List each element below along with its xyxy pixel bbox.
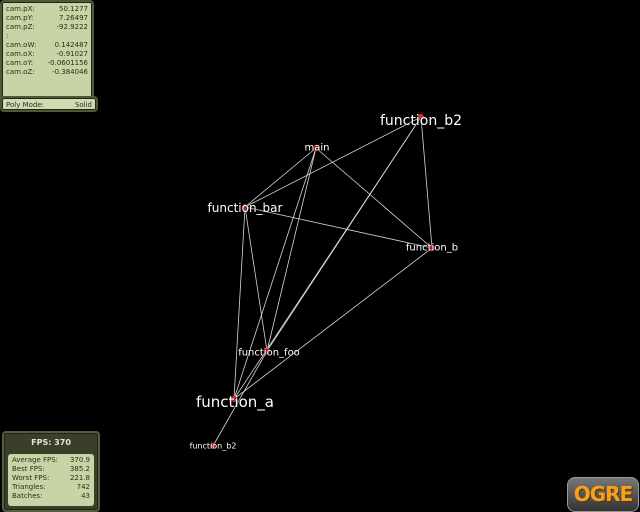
camera-value: -0.0601156 <box>47 59 88 67</box>
graph-node-label: function_b2 <box>189 441 237 451</box>
fps-value: 370.9 <box>69 456 90 464</box>
camera-value: -92.9222 <box>56 23 88 31</box>
camera-value: 50.1277 <box>59 5 88 13</box>
graph-edge <box>212 350 268 447</box>
camera-label: : <box>6 32 9 40</box>
fps-value: 385.2 <box>69 465 90 473</box>
graph-edge <box>244 147 317 208</box>
fps-row: Worst FPS: 221.8 <box>8 474 94 483</box>
fps-value: 43 <box>81 492 90 500</box>
fps-row: Triangles: 742 <box>8 483 94 492</box>
camera-label: cam.oY: <box>6 59 34 67</box>
graph-node-main[interactable] <box>313 145 319 151</box>
graph-edge <box>244 206 268 352</box>
camera-value: -0.91027 <box>56 50 88 58</box>
graph-node-label: function_b2 <box>380 113 462 129</box>
camera-label: cam.pZ: <box>6 23 35 31</box>
poly-mode-panel: Poly Mode: Solid <box>0 96 98 112</box>
graph-node-label: main <box>304 142 330 154</box>
poly-mode-value: Solid <box>74 101 92 109</box>
graph-edge <box>420 116 433 249</box>
graph-node-function_b2_top[interactable] <box>418 114 424 120</box>
fps-label: Worst FPS: <box>12 474 50 482</box>
camera-value: -0.384046 <box>52 68 88 76</box>
fps-row: Batches: 43 <box>8 492 94 501</box>
fps-title: FPS: 370 <box>31 438 71 447</box>
camera-value: 0.142487 <box>54 41 88 49</box>
ogre-logo-text: OGRE <box>573 482 633 506</box>
camera-row: cam.oZ: -0.384046 <box>2 68 92 77</box>
camera-label: cam.oX: <box>6 50 35 58</box>
graph-node-function_foo[interactable] <box>264 348 270 354</box>
graph-edge <box>233 206 246 400</box>
camera-row: cam.oX: -0.91027 <box>2 50 92 59</box>
camera-row: cam.pX: 50.1277 <box>2 5 92 14</box>
camera-label: cam.pX: <box>6 5 35 13</box>
poly-mode-label: Poly Mode: <box>6 101 44 109</box>
graph-node-function_bar[interactable] <box>242 204 248 210</box>
ogre-logo: OGRE <box>567 477 639 512</box>
fps-value: 221.8 <box>69 474 90 482</box>
graph-node-function_a[interactable] <box>231 396 237 402</box>
graph-edge <box>233 247 433 400</box>
graph-node-function_b2_bottom[interactable] <box>210 443 216 449</box>
graph-edge <box>266 147 317 352</box>
camera-row: cam.oW: 0.142487 <box>2 41 92 50</box>
camera-label: cam.pY: <box>6 14 34 22</box>
graph-node-label: function_foo <box>238 347 300 359</box>
graph-edge <box>244 116 422 208</box>
graph-edge <box>315 147 433 249</box>
graph-node-function_b[interactable] <box>429 245 435 251</box>
fps-row: Average FPS: 370.9 <box>8 456 94 465</box>
camera-row: cam.pZ: -92.9222 <box>2 23 92 32</box>
camera-row: cam.pY: 7.26497 <box>2 14 92 23</box>
fps-value: 742 <box>76 483 90 491</box>
camera-row: : <box>2 32 92 41</box>
fps-label: Batches: <box>12 492 43 500</box>
camera-label: cam.oZ: <box>6 68 35 76</box>
camera-value: 7.26497 <box>59 14 88 22</box>
fps-label: Triangles: <box>12 483 46 491</box>
graph-edge <box>244 206 433 249</box>
camera-row: cam.oY: -0.0601156 <box>2 59 92 68</box>
fps-label: Best FPS: <box>12 465 45 473</box>
camera-debug-panel: cam.pX: 50.1277 cam.pY: 7.26497 cam.pZ: -92.9… <box>0 0 94 110</box>
graph-node-label: function_a <box>196 393 274 411</box>
camera-label: cam.oW: <box>6 41 37 49</box>
graph-node-label: function_bar <box>207 201 283 215</box>
graph-edge <box>233 147 317 400</box>
fps-label: Average FPS: <box>12 456 59 464</box>
graph-node-label: function_b <box>405 242 459 254</box>
fps-row: Best FPS: 385.2 <box>8 465 94 474</box>
